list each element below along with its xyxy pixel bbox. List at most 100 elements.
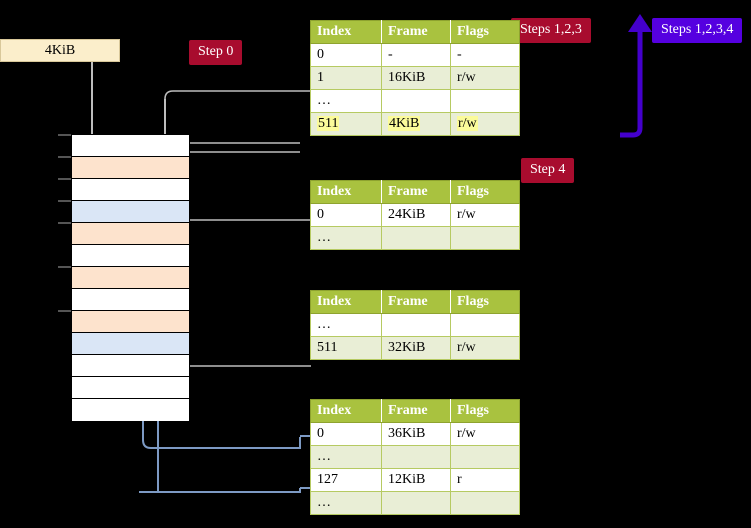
cell-index: 0 [310,43,382,67]
cell-flags [450,226,520,250]
cell-index: … [310,445,382,469]
badge-step-0: Step 0 [189,40,243,65]
column-header-flags: Flags [450,290,520,314]
cell-flags: r/w [450,336,520,360]
cell-frame: 4KiB [381,112,451,136]
cell-index: 0 [310,203,382,227]
cell-frame: 16KiB [381,66,451,90]
column-header-index: Index [310,20,382,44]
table-row: … [310,226,520,250]
column-header-frame: Frame [381,20,451,44]
connector-violet-bracket [620,30,643,138]
memory-frame-row [72,355,189,377]
column-header-flags: Flags [450,180,520,204]
memory-size-label: 4KiB [44,42,76,58]
connector-blue-hook-1 [142,439,300,449]
memory-frame-row [72,179,189,201]
memory-frame-row [72,135,189,157]
cell-frame: 32KiB [381,336,451,360]
memory-tick [58,266,71,268]
cell-frame [381,89,451,113]
memory-frame-row [72,245,189,267]
cell-flags [450,313,520,337]
highlighted-value: 4KiB [388,116,421,131]
connector-table1-hook [177,142,300,154]
highlighted-value: 511 [317,116,340,131]
memory-tick [58,134,71,136]
memory-size-box: 4KiB [0,39,120,62]
cell-frame: 24KiB [381,203,451,227]
column-header-frame: Frame [381,180,451,204]
badge-steps-123: Steps 1,2,3 [511,18,591,43]
connector-table3-to-mem [177,294,311,367]
memory-tick [58,156,71,158]
memory-frame-row [72,333,189,355]
table-row: … [310,445,520,469]
cell-frame: - [381,43,451,67]
cell-frame [381,491,451,515]
memory-frame-row [72,267,189,289]
cell-index: … [310,313,382,337]
memory-frame-row [72,289,189,311]
cell-flags: r/w [450,66,520,90]
cell-index: 0 [310,422,382,446]
cell-flags [450,89,520,113]
cell-index: … [310,89,382,113]
memory-frame-row [72,311,189,333]
memory-frame-row [72,157,189,179]
cell-frame [381,313,451,337]
table-row: … [310,491,520,515]
table-row: 511 4KiB r/w [310,112,520,136]
table-row: 0-- [310,43,520,67]
column-header-index: Index [310,399,382,423]
cell-frame: 36KiB [381,422,451,446]
cell-frame [381,226,451,250]
memory-tick [58,310,71,312]
memory-frame-row [72,223,189,245]
cell-index: 1 [310,66,382,90]
cell-flags: r/w [450,112,520,136]
cell-frame: 12KiB [381,468,451,492]
arrowhead-violet [628,14,652,32]
table-row: … [310,313,520,337]
cell-flags: r [450,468,520,492]
column-header-frame: Frame [381,399,451,423]
column-header-flags: Flags [450,20,520,44]
cell-index: 511 [310,112,382,136]
cell-frame [381,445,451,469]
memory-tick [58,178,71,180]
badge-step-4: Step 4 [521,158,575,183]
cell-index: 511 [310,336,382,360]
cell-index: … [310,226,382,250]
column-header-frame: Frame [381,290,451,314]
memory-frame-row [72,399,189,421]
cell-flags: r/w [450,422,520,446]
column-header-index: Index [310,290,382,314]
connector-blue-to-table4-row127 [139,488,301,493]
physical-memory-column [71,134,190,421]
table-row: … [310,89,520,113]
cell-flags [450,491,520,515]
connector-table2-to-mem [177,219,311,250]
cell-flags: r/w [450,203,520,227]
memory-frame-row [72,377,189,399]
column-header-flags: Flags [450,399,520,423]
memory-frame-row [72,201,189,223]
cell-index: 127 [310,468,382,492]
cell-index: … [310,491,382,515]
badge-steps-1234: Steps 1,2,3,4 [652,18,743,43]
